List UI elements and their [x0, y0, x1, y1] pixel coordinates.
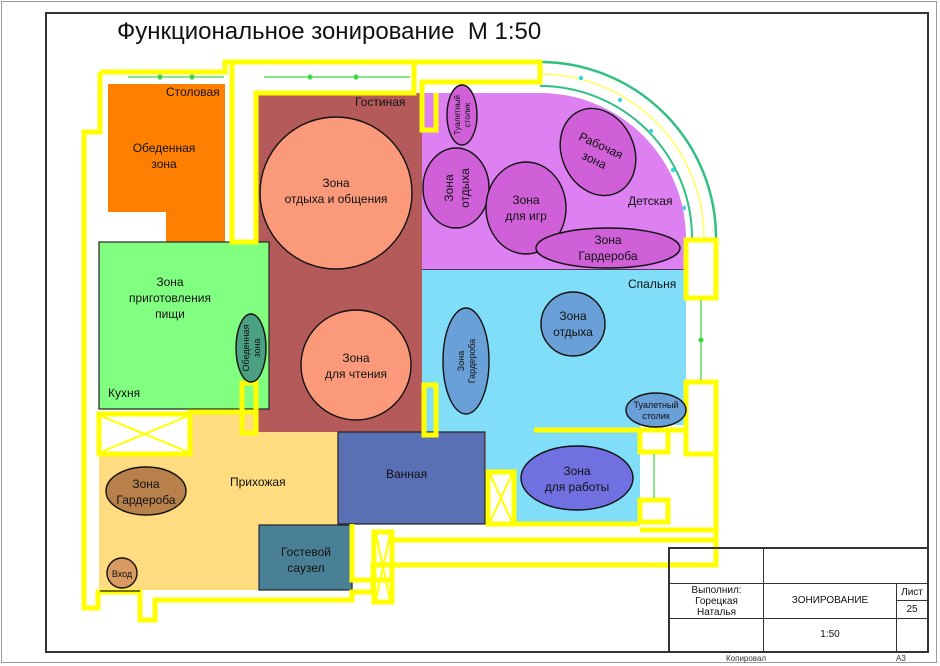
room-sauzel [258, 524, 353, 591]
zone-label: Обеденная [241, 324, 251, 371]
zone-kids-play [485, 161, 567, 255]
arc-window [539, 60, 718, 239]
zone-label: для чтения [325, 367, 387, 381]
zone-label: приготовления [129, 291, 211, 305]
zone-label: Зона [559, 309, 587, 323]
zone-label: отдыха и общения [285, 192, 388, 206]
zone-label: зона [252, 338, 262, 357]
room-label-vannaya: Ванная [386, 467, 427, 481]
zone-label: отдыха [458, 168, 472, 208]
room-label-detskaya: Детская [628, 194, 672, 208]
zone-label: для работы [545, 480, 610, 494]
zone-kitchen-dining [235, 313, 267, 383]
zone-bed-vanity [625, 392, 687, 428]
zone-label: отдыха [553, 325, 593, 339]
room-label-sauzel-1: Гостевой [281, 545, 331, 559]
zone-label: зона [151, 157, 177, 171]
zone-kids-work [559, 107, 637, 197]
zone-label-entrance: Вход [112, 569, 133, 579]
room-label-spalnya: Спальня [628, 277, 676, 291]
zone-label: для игр [505, 209, 547, 223]
performed-label: Выполнил: [691, 585, 742, 596]
page-title: Функциональное зонирование М 1:50 [117, 18, 542, 45]
room-label-kukhnya: Кухня [108, 386, 140, 400]
zone-label: Туалетный [453, 95, 462, 135]
zone-label: Зона [512, 193, 540, 207]
zone-label: Зона [156, 275, 184, 289]
zone-reading [300, 309, 412, 421]
zone-kids-vanity [446, 84, 478, 146]
zone-rest-talk [259, 116, 413, 270]
zone-label: Зона [442, 174, 456, 202]
zone-label: Зона [563, 464, 591, 478]
zone-label: столик [463, 102, 472, 127]
zone-label: Гардероба [467, 339, 477, 383]
zone-bed-wardrobe [442, 307, 490, 415]
vent-shafts [100, 415, 513, 601]
zone-label: Зона [594, 233, 622, 247]
drawing-title: ЗОНИРОВАНИЕ [764, 584, 897, 619]
zone-label: Зона [456, 351, 466, 371]
zone-label: пищи [155, 307, 185, 321]
zone-label: Гардероба [578, 249, 638, 263]
zone-label: Зона [342, 351, 370, 365]
zone-label: Обеденная [133, 141, 196, 155]
walls [81, 59, 719, 623]
room-label-gostinaya: Гостиная [355, 95, 405, 109]
zone-label: Туалетный [634, 400, 679, 410]
room-label-stolovaya: Столовая [166, 85, 220, 99]
sheet-label: Лист [897, 584, 927, 601]
author-name: Наталья [696, 607, 737, 618]
sheet-number: 25 [897, 601, 927, 619]
zone-kids-rest [422, 147, 490, 229]
author-cell: Выполнил: Горецкая Наталья [670, 584, 764, 619]
zone-label: Зона [132, 477, 160, 491]
room-label-prikhozhaya: Прихожая [230, 475, 286, 489]
zone-label: Зона [322, 176, 350, 190]
zone-entrance [106, 557, 138, 589]
room-stolovaya [108, 84, 225, 242]
zone-work [520, 445, 634, 511]
title-block: Выполнил: Горецкая Наталья ЗОНИРОВАНИЕ Л… [668, 547, 929, 653]
zones [105, 84, 687, 589]
format-label: А3 [896, 654, 906, 663]
drawing-frame [45, 12, 929, 653]
zone-kids-wardrobe [535, 227, 681, 269]
scale-value: 1:50 [764, 619, 897, 653]
zone-bed-rest [540, 291, 606, 357]
zone-label: Гардероба [116, 493, 176, 507]
zone-label: столик [642, 411, 670, 421]
windows [128, 74, 704, 498]
room-vannaya [337, 431, 486, 525]
copied-label: Копировал [726, 654, 767, 663]
author-surname: Горецкая [695, 596, 738, 607]
zone-hall-wardrobe [105, 466, 187, 516]
room-label-sauzel-2: саузел [287, 561, 324, 575]
